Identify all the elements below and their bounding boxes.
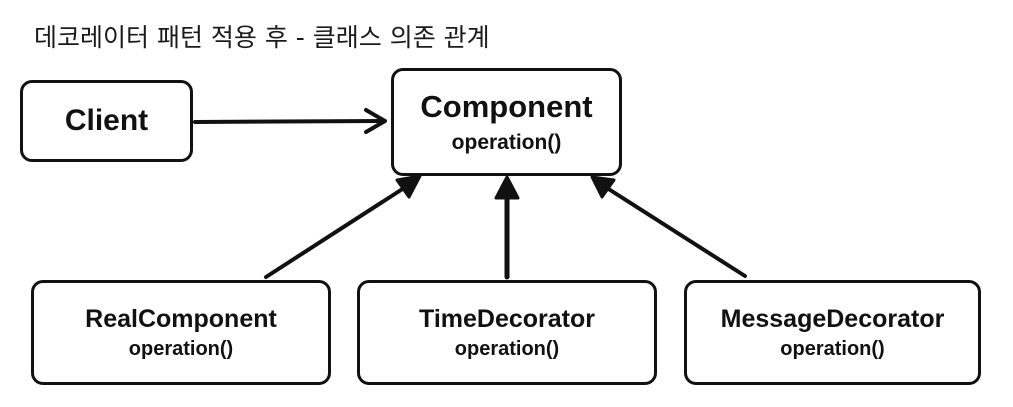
- component-name: Component: [420, 89, 593, 124]
- component-operation: operation(): [451, 131, 562, 154]
- page-title: 데코레이터 패턴 적용 후 - 클래스 의존 관계: [34, 23, 490, 52]
- messagedecorator-operation: operation(): [780, 337, 885, 360]
- realcomponent-name: RealComponent: [85, 304, 277, 333]
- timedecorator-box: TimeDecorator operation(): [357, 280, 657, 385]
- timedecorator-to-component-arrow: [494, 175, 520, 280]
- client-to-component-arrow: [193, 108, 387, 134]
- messagedecorator-box: MessageDecorator operation(): [684, 280, 981, 385]
- realcomponent-box: RealComponent operation(): [31, 280, 331, 385]
- messagedecorator-to-component-arrow: [590, 175, 747, 278]
- client-box: Client: [20, 80, 193, 162]
- timedecorator-operation: operation(): [454, 337, 560, 360]
- realcomponent-to-component-arrow: [264, 174, 422, 279]
- client-name: Client: [64, 104, 149, 137]
- messagedecorator-name: MessageDecorator: [720, 304, 945, 333]
- timedecorator-name: TimeDecorator: [419, 304, 595, 333]
- component-box: Component operation(): [391, 68, 622, 176]
- realcomponent-operation: operation(): [128, 337, 234, 360]
